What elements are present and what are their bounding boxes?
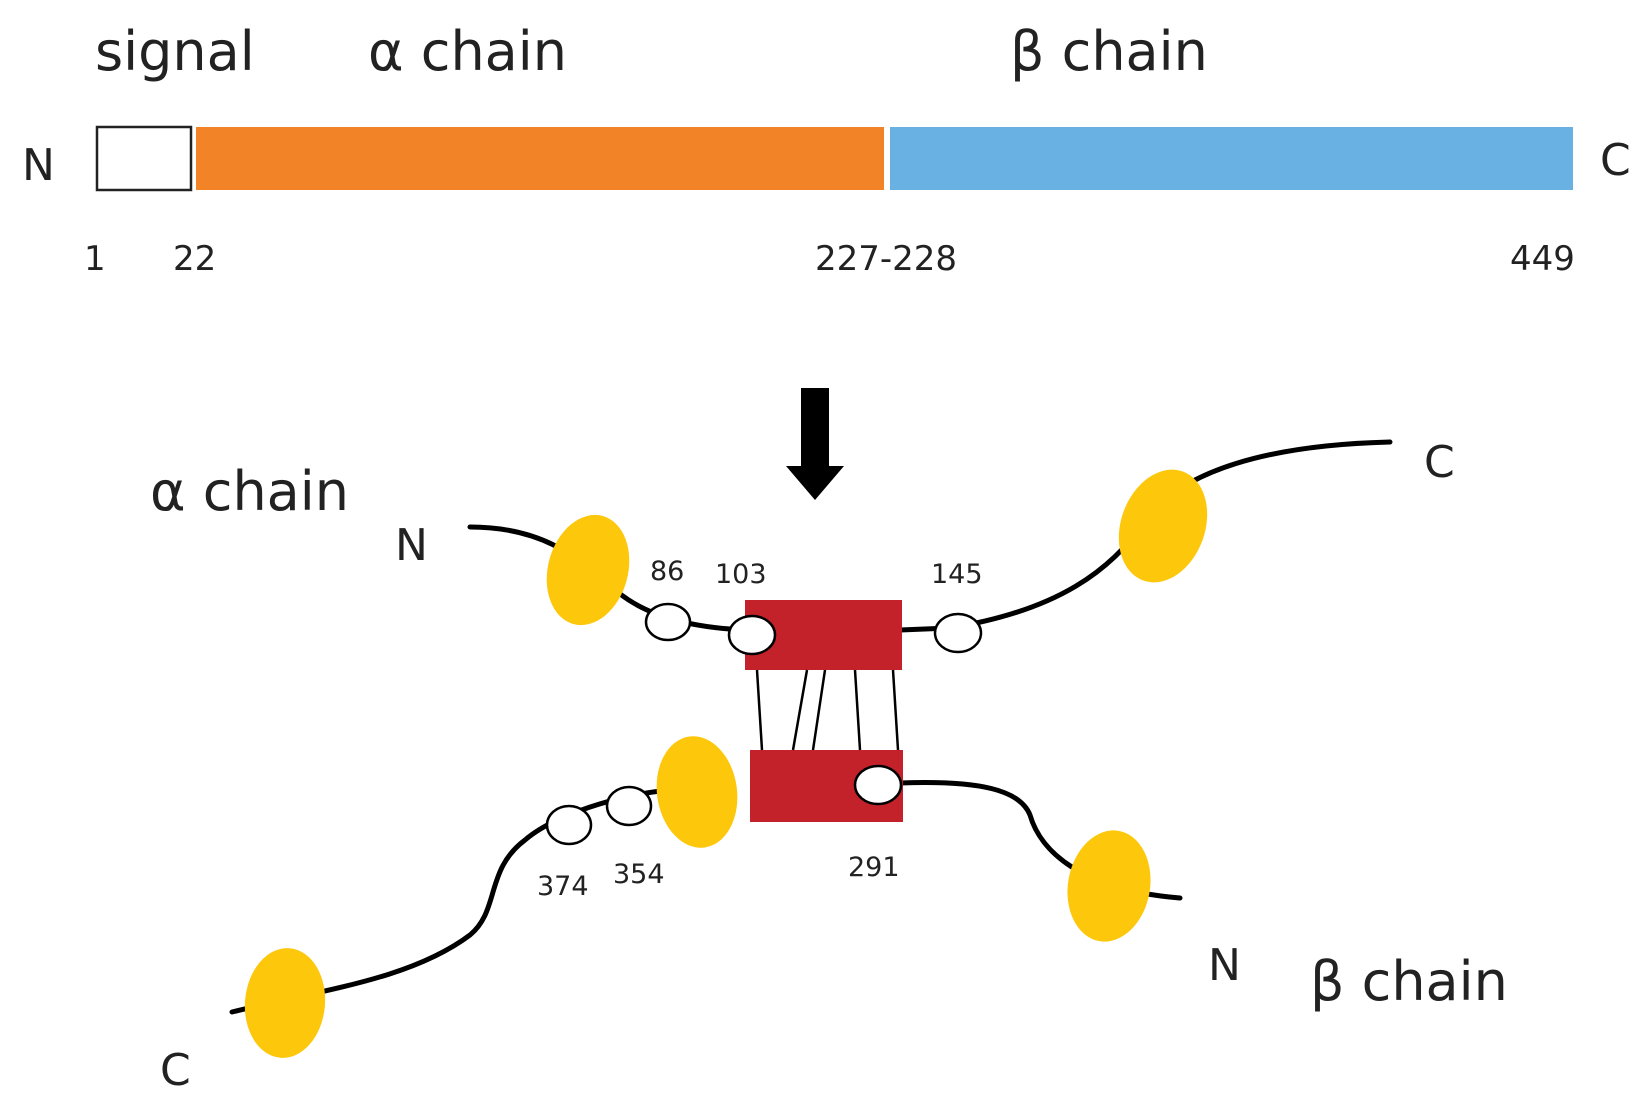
map-n-terminus: N bbox=[22, 140, 55, 191]
site-label-145: 145 bbox=[931, 559, 983, 590]
structure-beta-label: β chain bbox=[1310, 950, 1508, 1013]
alpha-c-terminus: C bbox=[1424, 437, 1455, 488]
glycosylation-site-86 bbox=[644, 602, 692, 642]
beta-c-terminus: C bbox=[160, 1045, 191, 1096]
site-label-291: 291 bbox=[848, 852, 900, 883]
position-end: 449 bbox=[1510, 239, 1575, 279]
down-arrow-icon bbox=[786, 388, 844, 500]
beta-yellow-ellipse-3 bbox=[244, 948, 326, 1058]
alpha-chain-header: α chain bbox=[368, 20, 567, 83]
beta-yellow-ellipse-2 bbox=[1067, 830, 1151, 942]
alpha-segment bbox=[196, 127, 884, 190]
alpha-n-terminus: N bbox=[395, 520, 428, 571]
signal-label: signal bbox=[95, 20, 255, 83]
beta-chain-header: β chain bbox=[1010, 20, 1208, 83]
beta-n-terminus: N bbox=[1208, 940, 1241, 991]
alpha-yellow-ellipse-1 bbox=[546, 514, 630, 626]
linear-map: signal α chain β chain N C 1 22 227-228 … bbox=[22, 20, 1631, 279]
site-label-354: 354 bbox=[613, 859, 665, 890]
glycosylation-site-291 bbox=[853, 764, 903, 806]
position-cleavage: 227-228 bbox=[815, 239, 957, 279]
beta-segment bbox=[890, 127, 1573, 190]
site-label-103: 103 bbox=[715, 559, 767, 590]
site-label-86: 86 bbox=[650, 556, 684, 587]
disulfide-bond bbox=[853, 669, 862, 751]
glycosylation-site-103 bbox=[727, 614, 777, 656]
heterodimer-structure: α chain β chain N C N C bbox=[150, 437, 1508, 1096]
disulfide-bonds bbox=[755, 669, 900, 751]
signal-segment bbox=[95, 125, 193, 192]
site-label-374: 374 bbox=[537, 871, 589, 902]
beta-yellow-ellipse-1 bbox=[656, 736, 738, 848]
position-start: 1 bbox=[84, 239, 106, 279]
alpha-yellow-ellipse-2 bbox=[1118, 469, 1208, 583]
structure-alpha-label: α chain bbox=[150, 460, 349, 523]
position-signal-end: 22 bbox=[173, 239, 216, 279]
glycosylation-site-145 bbox=[933, 612, 983, 654]
map-c-terminus: C bbox=[1600, 135, 1631, 186]
disulfide-bond bbox=[755, 669, 764, 751]
disulfide-bond bbox=[811, 669, 827, 751]
disulfide-bond bbox=[791, 669, 809, 751]
glycosylation-site-354 bbox=[605, 785, 653, 827]
disulfide-bond bbox=[891, 669, 900, 751]
glycosylation-site-374 bbox=[545, 804, 593, 846]
